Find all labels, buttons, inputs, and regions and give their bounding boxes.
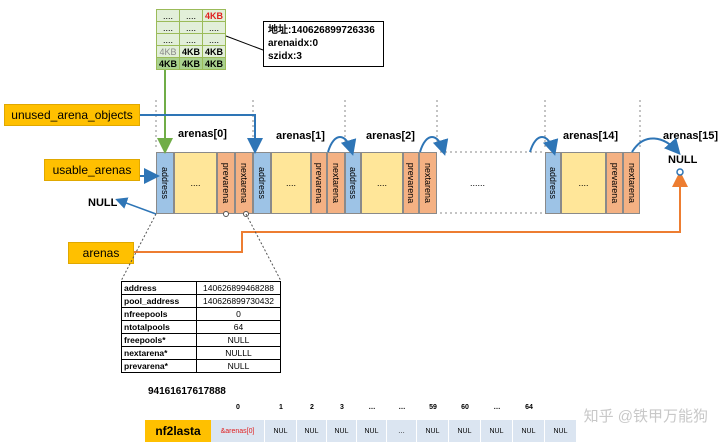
nf2lasta-index: … [368, 404, 376, 411]
unused-arena-objects-label: unused_arena_objects [4, 104, 140, 126]
arena-14-nextarena: nextarena [623, 152, 640, 214]
nf2lasta-index: 2 [310, 404, 314, 411]
arena-label-2: arenas[2] [366, 130, 415, 142]
nf2lasta-cell: NUL [481, 420, 513, 442]
detail-row: freepools*NULL [121, 333, 281, 347]
nf2lasta-cell: NUL [297, 420, 327, 442]
arena-label-1: arenas[1] [276, 130, 325, 142]
nf2lasta-index: 3 [340, 404, 344, 411]
nf2lasta-index: 1 [279, 404, 283, 411]
arena-2-body-text: .... [376, 178, 387, 188]
arenaidx-text: arenaidx:0 [268, 38, 319, 49]
pool-address-text: 地址:140626899726336 [268, 25, 375, 36]
detail-key: freepools* [121, 333, 197, 347]
nf2lasta-cell: NUL [357, 420, 387, 442]
arena-label-14: arenas[14] [563, 130, 619, 142]
watermark-text: 知乎 @铁甲万能狗 [583, 408, 708, 425]
arena-14-body: .... [561, 152, 606, 214]
memory-grid-row: ........4KB [156, 9, 226, 22]
nf2lasta-cell: NUL [265, 420, 297, 442]
detail-value: 0 [196, 307, 281, 321]
detail-value: 140626899468288 [196, 281, 281, 295]
arena-2-nextarena: nextarena [419, 152, 437, 214]
arena-gap-ellipsis: ...... [470, 178, 486, 188]
arena-2-prevarena: prevarena [403, 152, 419, 214]
arena-2-body: .... [361, 152, 403, 214]
arena-0-body-text: .... [190, 178, 201, 188]
nf2lasta-cell: NUL [417, 420, 449, 442]
arena-object-address: 94161617617888 [148, 386, 226, 397]
nf2lasta-index: 0 [236, 404, 240, 411]
arena-1-nextarena: nextarena [327, 152, 345, 214]
detail-key: nfreepools [121, 307, 197, 321]
szidx-text: szidx:3 [268, 51, 302, 62]
detail-value: 64 [196, 320, 281, 334]
arena-label-0: arenas[0] [178, 128, 227, 140]
nf2lasta-index: 64 [525, 404, 533, 411]
arena-14-prevarena: prevarena [606, 152, 623, 214]
detail-key: prevarena* [121, 359, 197, 373]
pool-info-box: 地址:140626899726336 arenaidx:0 szidx:3 [263, 21, 384, 67]
nf2lasta-index: 60 [461, 404, 469, 411]
detail-value: NULL [196, 359, 281, 373]
nf2lasta-cell: NUL [545, 420, 577, 442]
arena-1-prevarena: prevarena [311, 152, 327, 214]
nf2lasta-label: nf2lasta [145, 420, 211, 442]
memory-grid-cell: 4KB [202, 57, 226, 70]
arena-1-body: .... [271, 152, 311, 214]
null-left-text: NULL [88, 197, 118, 209]
nf2lasta-cell: NUL [327, 420, 357, 442]
arenas-label: arenas [68, 242, 134, 264]
detail-row: prevarena*NULL [121, 359, 281, 373]
detail-key: address [121, 281, 197, 295]
arena-14-body-text: .... [578, 178, 589, 188]
nf2lasta-index: 59 [429, 404, 437, 411]
memory-grid-cell: 4KB [156, 57, 180, 70]
nf2lasta-index: … [398, 404, 406, 411]
arena-0-body: .... [174, 152, 217, 214]
usable-arenas-label: usable_arenas [44, 159, 140, 181]
detail-key: pool_address [121, 294, 197, 308]
detail-key: ntotalpools [121, 320, 197, 334]
nf2lasta-cell: NUL [449, 420, 481, 442]
detail-value: 140626899730432 [196, 294, 281, 308]
arena-1-body-text: .... [285, 178, 296, 188]
nf2lasta-cell: NUL [513, 420, 545, 442]
detail-value: NULLL [196, 346, 281, 360]
detail-row: nextarena*NULLL [121, 346, 281, 360]
null-right-text: NULL [668, 154, 698, 166]
detail-key: nextarena* [121, 346, 197, 360]
detail-value: NULL [196, 333, 281, 347]
memory-grid-cell: 4KB [179, 57, 203, 70]
nf2lasta-cell: &arenas[0] [211, 420, 265, 442]
nf2lasta-cell: … [387, 420, 417, 442]
nf2lasta-index: … [493, 404, 501, 411]
memory-grid-cell: 4KB [202, 45, 226, 58]
